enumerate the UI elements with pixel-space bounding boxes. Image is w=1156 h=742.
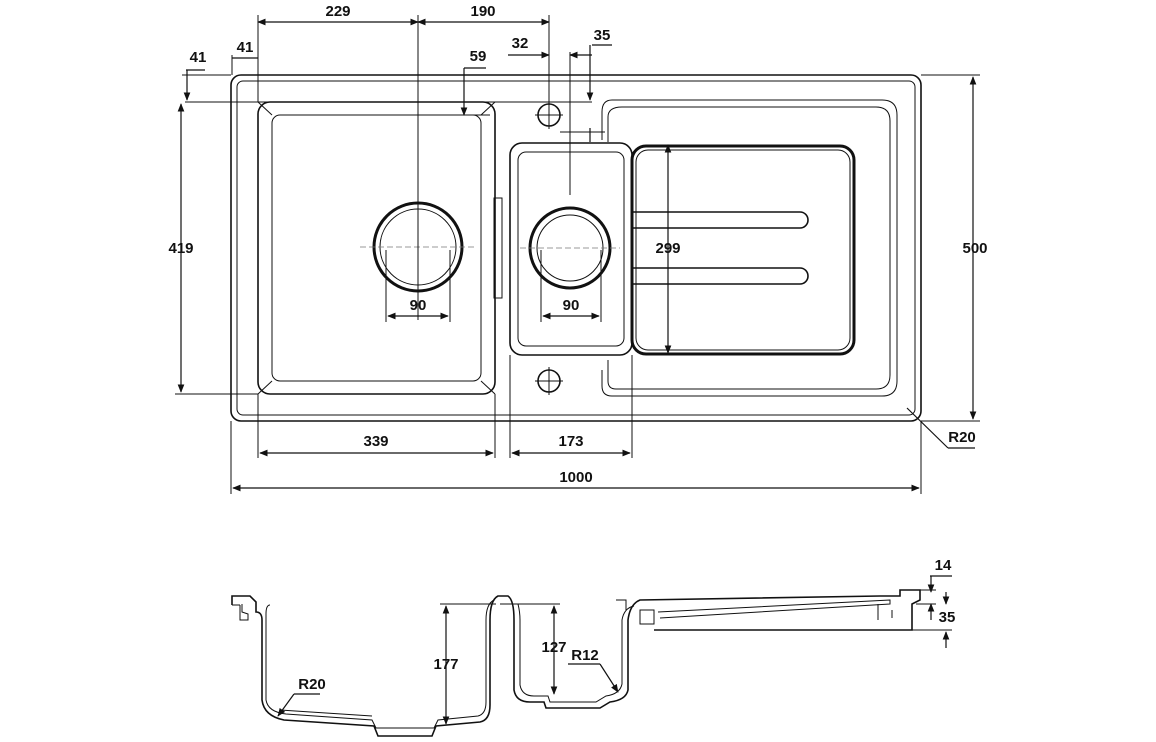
dim-label: 299	[655, 240, 680, 257]
section-view: 177 127 R20 R12 14	[231, 557, 955, 737]
dim-r12-section: R12	[568, 647, 619, 693]
dim-label: 190	[470, 3, 495, 20]
dim-500: 500	[921, 74, 988, 422]
dim-339: 339	[257, 394, 496, 458]
dim-90-main: 90	[385, 250, 451, 322]
dim-r20-corner: R20	[906, 407, 976, 449]
dim-label: 14	[935, 557, 952, 574]
dim-label: 90	[563, 297, 580, 314]
dim-label: 229	[325, 3, 350, 20]
dim-label: 35	[939, 609, 956, 626]
dim-299: 299	[655, 144, 681, 354]
dim-41-top: 41	[182, 49, 231, 101]
dim-label: R12	[571, 647, 599, 664]
dim-419: 419	[168, 103, 258, 395]
dim-label: 90	[410, 297, 427, 314]
dim-41-side: 41	[231, 39, 258, 75]
tap-hole-bottom	[535, 367, 563, 395]
sink-outline	[230, 74, 922, 422]
dim-32: 32	[508, 35, 592, 195]
prep-bowl	[509, 142, 633, 356]
dim-190: 190	[417, 3, 550, 104]
tap-hole-top	[535, 101, 563, 129]
dim-label: 35	[594, 27, 611, 44]
sink-outline-inner	[236, 80, 916, 416]
dim-label: 32	[512, 35, 529, 52]
section-profile-outer	[231, 589, 921, 737]
dim-label: 339	[363, 433, 388, 450]
dim-label: 419	[168, 240, 193, 257]
dim-127: 127	[500, 603, 567, 695]
dim-label: R20	[298, 676, 326, 693]
dim-1000: 1000	[230, 421, 922, 494]
dim-label: 59	[470, 48, 487, 65]
dim-59: 59	[185, 48, 592, 116]
plan-view: 229 190 32 35 59	[168, 3, 988, 494]
drainer	[601, 99, 898, 397]
dim-label: 177	[433, 656, 458, 673]
dim-14-35: 14 35	[912, 557, 955, 648]
dim-label: 41	[237, 39, 254, 56]
dim-label: 173	[558, 433, 583, 450]
dim-label: R20	[948, 429, 976, 446]
dim-label: 500	[962, 240, 987, 257]
dim-90-prep: 90	[540, 250, 602, 322]
section-profile-inner	[239, 604, 249, 621]
dim-177: 177	[433, 603, 496, 725]
dim-229: 229	[257, 3, 419, 320]
dim-label: 41	[190, 49, 207, 66]
dim-173: 173	[509, 355, 633, 458]
dim-35: 35	[560, 27, 612, 142]
dim-r20-section: R20	[277, 676, 326, 717]
dim-label: 127	[541, 639, 566, 656]
prep-bowl-waste	[520, 206, 620, 290]
dim-label: 1000	[559, 469, 592, 486]
